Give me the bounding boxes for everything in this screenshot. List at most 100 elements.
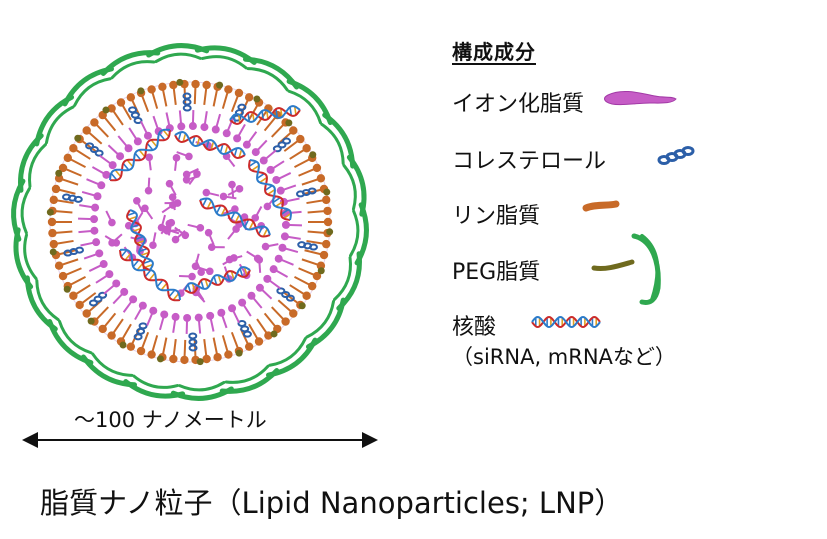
ionizable-head xyxy=(263,202,272,211)
peg-anchor xyxy=(317,267,325,275)
cholesterol-molecule xyxy=(85,142,104,157)
ionizable-head xyxy=(182,175,191,184)
cholesterol-molecule xyxy=(272,137,292,153)
peg-strand xyxy=(73,77,112,107)
nucleic-acid-layer xyxy=(109,105,301,302)
peg-strand xyxy=(35,279,60,322)
phospholipid-head xyxy=(202,354,211,364)
cholesterol-molecule xyxy=(63,246,85,257)
phospholipid-head xyxy=(82,126,91,135)
ionizable-head xyxy=(112,279,121,288)
peg-strand xyxy=(201,55,248,70)
phospholipid-head xyxy=(289,309,298,318)
ionizable-head xyxy=(169,201,177,209)
peg-strand xyxy=(58,319,93,355)
nucleic-acid-strand xyxy=(184,266,251,294)
peg-strand xyxy=(305,299,336,339)
cholesterol-molecule xyxy=(276,287,295,302)
legend-item-phospholipid: リン脂質 xyxy=(452,204,541,229)
peg-anchor xyxy=(270,330,278,338)
cholesterol-molecule xyxy=(297,241,318,251)
cholesterol-molecule xyxy=(128,106,143,125)
phospholipid-head xyxy=(126,342,136,351)
phospholipid-head xyxy=(191,79,200,89)
peg-strand xyxy=(320,122,345,165)
nucleic-acid-icon xyxy=(531,315,601,329)
figure-caption: 脂質ナノ粒子（Lipid Nanoparticles; LNP） xyxy=(40,486,624,520)
nucleic-acid-strand xyxy=(126,209,154,271)
phospholipid-head xyxy=(49,239,58,249)
peg-strand xyxy=(287,89,322,125)
phospholipid-head xyxy=(75,300,84,310)
phospholipid-head xyxy=(180,355,189,365)
ionizable-head xyxy=(181,231,190,240)
peg-anchor xyxy=(235,349,243,357)
peg-anchor xyxy=(176,78,184,86)
peg-anchor xyxy=(309,151,317,159)
ionizable-head xyxy=(95,249,104,258)
ionizable-head xyxy=(133,196,141,205)
legend-title: 構成成分 xyxy=(452,40,536,64)
ionizable-head xyxy=(171,312,180,321)
phospholipid-head xyxy=(213,353,222,362)
ionizable-head xyxy=(238,298,247,307)
ionizable-head xyxy=(276,186,285,195)
phospholipid-head xyxy=(322,239,331,249)
phospholipid-head xyxy=(296,134,305,144)
phospholipid-head xyxy=(69,144,78,153)
phospholipid-head xyxy=(98,324,107,334)
phospholipid-head xyxy=(323,206,332,216)
cholesterol-molecule xyxy=(188,332,198,352)
phospholipid-head xyxy=(107,104,116,113)
phospholipid-head xyxy=(116,98,126,107)
cholesterol-layer xyxy=(62,92,318,352)
peg-strand xyxy=(268,337,307,367)
ionizable-head xyxy=(255,283,264,292)
peg-strand xyxy=(132,374,179,389)
peg-strand xyxy=(28,143,47,188)
ionizable-head xyxy=(145,153,153,162)
peg-anchor xyxy=(119,341,127,349)
ionizable-head xyxy=(188,122,197,131)
ionizable-head xyxy=(90,226,99,235)
peg-anchor xyxy=(253,95,261,103)
ionizable-head xyxy=(206,311,215,320)
ionizable-head xyxy=(99,260,108,269)
cholesterol-molecule xyxy=(133,322,148,341)
phospholipid-shell xyxy=(46,78,334,366)
peg-anchor xyxy=(55,169,63,177)
phospholipid-head xyxy=(302,291,311,300)
ionizable-head xyxy=(108,161,117,170)
ionizable-head xyxy=(144,186,153,195)
phospholipid-head xyxy=(69,291,78,300)
phospholipid-head xyxy=(202,80,211,90)
phospholipid-head xyxy=(147,350,156,359)
phospholipid-head xyxy=(107,331,116,340)
ionizable-head xyxy=(185,152,193,161)
ionizable-head xyxy=(251,214,260,222)
peg-strand xyxy=(224,364,270,384)
cholesterol-molecule xyxy=(182,92,192,112)
ionizable-head xyxy=(231,205,239,213)
ionizable-head xyxy=(274,254,283,263)
phospholipid-head xyxy=(312,163,322,173)
ionizable-head xyxy=(211,125,220,134)
phospholipid-head xyxy=(58,163,68,173)
ionizable-head xyxy=(149,306,158,315)
peg-strand xyxy=(154,52,202,64)
ionizable-head xyxy=(259,156,268,165)
ionizable-head xyxy=(143,131,152,140)
nucleic-acid-strand xyxy=(248,159,292,221)
ionizable-head xyxy=(233,134,242,143)
ionizable-head xyxy=(141,204,149,213)
ionizable-head xyxy=(188,272,196,281)
phospholipid-head xyxy=(289,126,298,135)
ionizable-head xyxy=(247,291,256,300)
ionizable-head xyxy=(102,170,111,179)
phospholipid-head xyxy=(323,217,333,227)
peg-anchor xyxy=(63,285,71,293)
nucleic-acid-strand xyxy=(119,248,181,302)
ionizable-head xyxy=(177,122,186,131)
peg-strand xyxy=(178,380,226,392)
